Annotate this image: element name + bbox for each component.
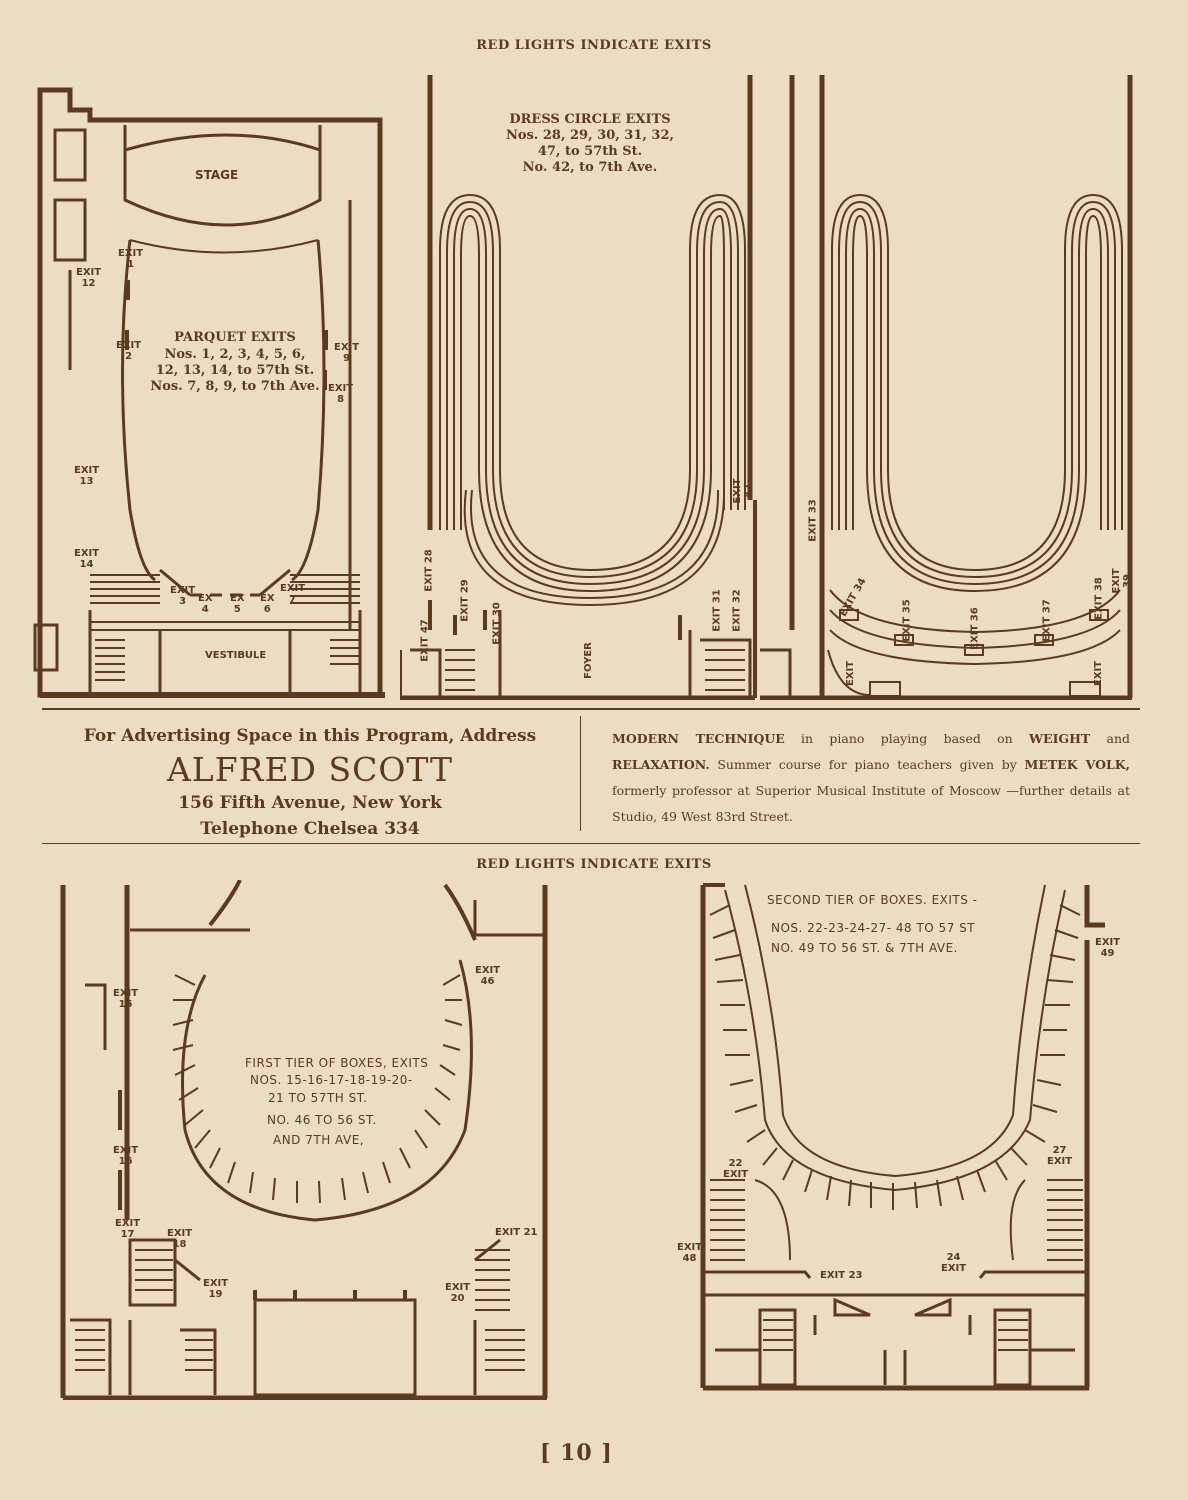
stage-label: STAGE bbox=[195, 168, 239, 182]
exit-15: EXIT 15 bbox=[113, 988, 139, 1010]
ad-street: 156 Fifth Avenue, New York bbox=[178, 793, 442, 813]
exit-49: EXIT 49 bbox=[1095, 937, 1121, 959]
exit-14: EXIT 14 bbox=[74, 548, 100, 570]
parquet-exits-line3: Nos. 7, 8, 9, to 7th Ave. bbox=[150, 379, 320, 394]
exit-28: EXIT 28 bbox=[423, 549, 435, 592]
exit-31: EXIT 31 bbox=[711, 589, 723, 632]
first-tier-drawing bbox=[60, 880, 548, 1400]
exit-4: EX 4 bbox=[198, 593, 213, 615]
exit-lower-right: EXIT bbox=[1093, 660, 1105, 687]
piano-technique-notice: MODERN TECHNIQUE in piano playing based … bbox=[612, 726, 1130, 830]
top-heading: RED LIGHTS INDICATE EXITS bbox=[476, 38, 712, 53]
notice-text-2: and bbox=[1090, 731, 1131, 746]
exit-lower-left: EXIT bbox=[845, 660, 857, 687]
foyer-label: FOYER bbox=[582, 642, 594, 679]
dress-circle-line2: 47, to 57th St. bbox=[537, 144, 643, 159]
exit-2: EXIT 2 bbox=[116, 340, 142, 362]
dress-circle-drawing bbox=[400, 75, 757, 700]
first-tier-plan: FIRST TIER OF BOXES, EXITS NOS. 15-16-17… bbox=[55, 880, 555, 1400]
parquet-exits-line2: 12, 13, 14, to 57th St. bbox=[155, 363, 315, 378]
second-tier-drawing bbox=[700, 883, 1105, 1391]
exit-47: EXIT 47 bbox=[419, 619, 431, 662]
exit-42: EXIT 42 bbox=[732, 478, 754, 504]
balcony-plan: EXIT 33 EXIT 34 EXIT 35 EXIT 36 EXIT 37 … bbox=[760, 70, 1140, 700]
exit-12: EXIT 12 bbox=[76, 267, 102, 289]
exit-37: EXIT 37 bbox=[1041, 599, 1053, 642]
parquet-plan: STAGE VESTIBULE PARQUET EXITS Nos. 1, 2,… bbox=[30, 70, 400, 700]
first-tier-line3: 21 TO 57TH ST. bbox=[268, 1091, 368, 1105]
ad-phone: Telephone Chelsea 334 bbox=[200, 819, 420, 839]
second-tier-line3: NO. 49 TO 56 ST. & 7TH AVE. bbox=[771, 941, 958, 955]
exit-22: 22 EXIT bbox=[723, 1158, 749, 1180]
second-tier-plan: SECOND TIER OF BOXES. EXITS - NOS. 22-23… bbox=[677, 880, 1155, 1400]
exit-39: EXIT 39 bbox=[1111, 568, 1133, 594]
notice-bold-1: MODERN TECHNIQUE bbox=[612, 731, 785, 746]
dress-circle-title: DRESS CIRCLE EXITS bbox=[509, 112, 671, 127]
ad-address-line: For Advertising Space in this Program, A… bbox=[83, 726, 537, 746]
exit-9: EXIT 9 bbox=[334, 342, 360, 364]
exit-33: EXIT 33 bbox=[807, 499, 819, 542]
dress-circle-plan: DRESS CIRCLE EXITS Nos. 28, 29, 30, 31, … bbox=[400, 70, 760, 700]
exit-21: EXIT 21 bbox=[495, 1227, 538, 1238]
exit-24: 24 EXIT bbox=[941, 1252, 967, 1274]
exit-1: EXIT 1 bbox=[118, 248, 144, 270]
parquet-exits-line1: Nos. 1, 2, 3, 4, 5, 6, bbox=[164, 347, 306, 362]
top-divider bbox=[42, 708, 1140, 710]
middle-heading: RED LIGHTS INDICATE EXITS bbox=[476, 857, 712, 872]
exit-8: EXIT 8 bbox=[328, 383, 354, 405]
exit-5: EX 5 bbox=[230, 593, 245, 615]
notice-bold-2: WEIGHT bbox=[1029, 731, 1091, 746]
exit-17: EXIT 17 bbox=[115, 1218, 141, 1240]
first-tier-line4: NO. 46 TO 56 ST. bbox=[267, 1113, 377, 1127]
parquet-plan-drawing bbox=[33, 87, 385, 698]
second-tier-line2: NOS. 22-23-24-27- 48 TO 57 ST bbox=[771, 921, 976, 935]
advertising-notice: For Advertising Space in this Program, A… bbox=[60, 726, 560, 839]
vestibule-label: VESTIBULE bbox=[205, 650, 267, 661]
exit-36: EXIT 36 bbox=[969, 607, 981, 650]
page-number: [ 10 ] bbox=[540, 1440, 613, 1466]
notice-bold-3: RELAXATION. bbox=[612, 757, 710, 772]
exit-35: EXIT 35 bbox=[901, 599, 913, 642]
notice-text-3: Summer course for piano teachers given b… bbox=[709, 757, 1025, 772]
exit-16: EXIT 16 bbox=[113, 1145, 139, 1167]
bottom-divider bbox=[42, 843, 1140, 844]
exit-30: EXIT 30 bbox=[491, 602, 503, 645]
exit-7: EXIT 7 bbox=[280, 583, 306, 605]
first-tier-line5: AND 7TH AVE, bbox=[273, 1133, 365, 1147]
balcony-drawing bbox=[760, 75, 1133, 700]
first-tier-line2: NOS. 15-16-17-18-19-20- bbox=[250, 1073, 413, 1087]
exit-19: EXIT 19 bbox=[203, 1278, 229, 1300]
exit-38: EXIT 38 bbox=[1093, 577, 1105, 620]
notice-text-1: in piano playing based on bbox=[784, 731, 1030, 746]
notice-bold-4: METEK VOLK, bbox=[1024, 757, 1130, 772]
exit-27: 27 EXIT bbox=[1047, 1145, 1073, 1167]
exit-48: EXIT 48 bbox=[677, 1242, 703, 1264]
exit-18: EXIT 18 bbox=[167, 1228, 193, 1250]
exit-32: EXIT 32 bbox=[731, 589, 743, 632]
dress-circle-line1: Nos. 28, 29, 30, 31, 32, bbox=[505, 128, 675, 143]
parquet-exits-title: PARQUET EXITS bbox=[174, 330, 296, 345]
dress-circle-line3: No. 42, to 7th Ave. bbox=[522, 160, 658, 175]
second-tier-line1: SECOND TIER OF BOXES. EXITS - bbox=[767, 893, 978, 907]
exit-6: EX 6 bbox=[260, 593, 275, 615]
exit-29: EXIT 29 bbox=[459, 579, 471, 622]
exit-13: EXIT 13 bbox=[74, 465, 100, 487]
first-tier-line1: FIRST TIER OF BOXES, EXITS bbox=[245, 1056, 429, 1070]
ad-divider bbox=[580, 716, 581, 831]
exit-23: EXIT 23 bbox=[820, 1270, 863, 1281]
exit-46: EXIT 46 bbox=[475, 965, 501, 987]
notice-text-4: formerly professor at Superior Musical I… bbox=[612, 783, 1130, 824]
exit-3: EXIT 3 bbox=[170, 585, 196, 607]
ad-name: ALFRED SCOTT bbox=[166, 750, 454, 789]
exit-20: EXIT 20 bbox=[445, 1282, 471, 1304]
